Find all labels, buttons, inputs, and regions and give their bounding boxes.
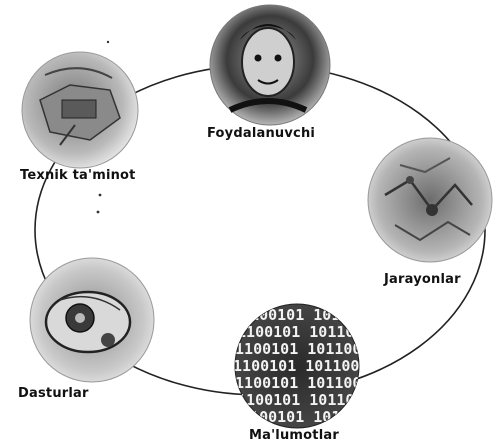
label-texnik: Texnik ta'minot [20, 168, 136, 183]
node-jarayonlar [368, 138, 492, 262]
node-dasturlar [30, 258, 154, 382]
node-foydalanuvchi [210, 5, 330, 125]
label-malumotlar: Ma'lumotlar [249, 428, 339, 443]
scan-speck [107, 41, 109, 43]
scan-speck [99, 194, 102, 197]
label-jarayonlar: Jarayonlar [384, 272, 461, 287]
label-dasturlar: Dasturlar [18, 386, 89, 401]
scan-speck [97, 211, 100, 214]
node-texnik [22, 52, 138, 168]
label-foydalanuvchi: Foydalanuvchi [207, 126, 315, 141]
